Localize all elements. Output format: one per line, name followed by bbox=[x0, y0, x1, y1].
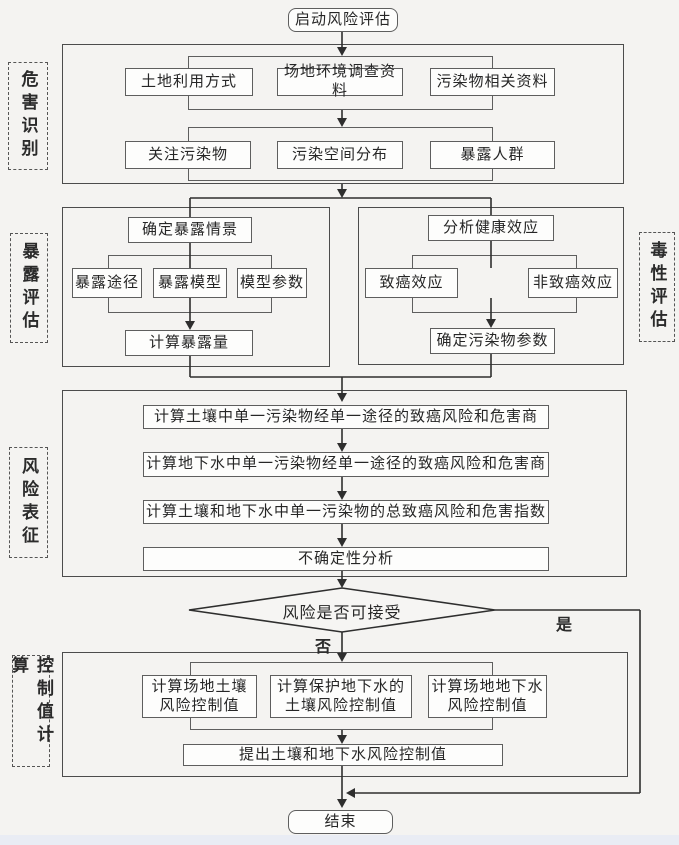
node-site-survey-data: 场地环境调查资料 bbox=[277, 64, 403, 99]
node-groundwater-single-risk: 计算地下水中单一污染物经单一途径的致癌风险和危害商 bbox=[143, 452, 549, 477]
line2: 风险控制值 bbox=[447, 697, 528, 714]
node-noncarcinogenic-effect: 非致癌效应 bbox=[528, 268, 618, 298]
label-toxicity-assessment: 毒性评估 bbox=[639, 232, 675, 342]
node-soil-single-risk: 计算土壤中单一污染物经单一途径的致癌风险和危害商 bbox=[143, 405, 549, 429]
line2: 土壤风险控制值 bbox=[284, 697, 397, 714]
node-pollution-spatial-distribution: 污染空间分布 bbox=[277, 141, 403, 169]
section-exposure-assessment bbox=[62, 207, 330, 367]
line1: 计算保护地下水的 bbox=[276, 678, 405, 695]
node-site-groundwater-control-value: 计算场地地下水 风险控制值 bbox=[428, 675, 547, 718]
node-pollutant-parameters: 确定污染物参数 bbox=[430, 328, 555, 354]
line1: 计算场地地下水 bbox=[431, 678, 544, 695]
node-uncertainty-analysis: 不确定性分析 bbox=[143, 547, 549, 571]
decision-risk-acceptable: 风险是否可接受 bbox=[282, 605, 402, 622]
line1: 计算场地土壤 bbox=[151, 678, 248, 695]
node-exposure-scenario: 确定暴露情景 bbox=[128, 217, 252, 243]
node-calc-exposure-dose: 计算暴露量 bbox=[125, 330, 253, 356]
node-exposed-population: 暴露人群 bbox=[430, 141, 555, 169]
node-protect-groundwater-soil-control-value: 计算保护地下水的 土壤风险控制值 bbox=[270, 675, 412, 718]
bottom-strip bbox=[0, 835, 679, 845]
section-hazard-identification bbox=[62, 44, 624, 184]
node-pollutant-data: 污染物相关资料 bbox=[430, 68, 555, 96]
decision-yes-label: 是 bbox=[556, 617, 573, 634]
node-exposure-model: 暴露模型 bbox=[153, 268, 227, 298]
decision-no-label: 否 bbox=[315, 639, 332, 656]
node-propose-control-values: 提出土壤和地下水风险控制值 bbox=[183, 744, 503, 766]
node-exposure-pathway: 暴露途径 bbox=[72, 268, 142, 298]
node-site-soil-control-value: 计算场地土壤 风险控制值 bbox=[142, 675, 257, 718]
label-hazard-identification: 危害识别 bbox=[8, 62, 48, 170]
section-risk-characterization bbox=[62, 390, 627, 577]
node-total-risk-index: 计算土壤和地下水中单一污染物的总致癌风险和危害指数 bbox=[143, 500, 549, 524]
node-model-parameters: 模型参数 bbox=[237, 268, 307, 298]
node-carcinogenic-effect: 致癌效应 bbox=[365, 268, 458, 298]
node-land-use: 土地利用方式 bbox=[125, 68, 253, 96]
label-risk-characterization: 风险表征 bbox=[9, 447, 48, 558]
label-control-value-calculation: 控制值计算 bbox=[9, 655, 53, 767]
node-contaminants-of-concern: 关注污染物 bbox=[125, 141, 251, 169]
node-health-effects-analysis: 分析健康效应 bbox=[428, 215, 554, 241]
section-control-value-calculation bbox=[62, 652, 628, 777]
end-node: 结束 bbox=[288, 810, 393, 834]
start-node: 启动风险评估 bbox=[288, 8, 398, 32]
label-exposure-assessment: 暴露评估 bbox=[10, 233, 48, 343]
line2: 风险控制值 bbox=[159, 697, 240, 714]
